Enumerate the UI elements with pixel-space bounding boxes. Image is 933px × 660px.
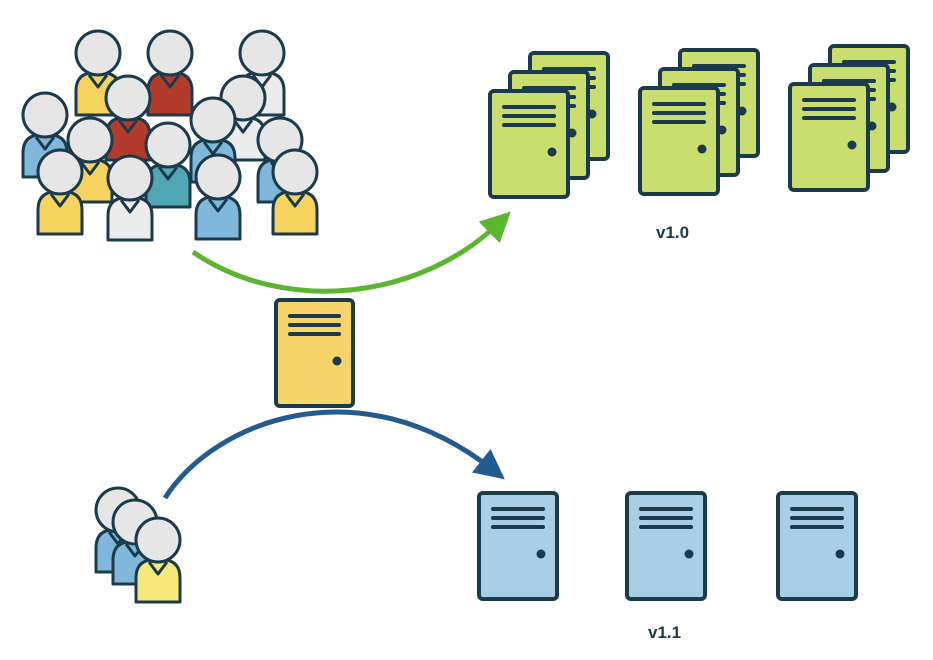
user-person-icon <box>134 516 182 604</box>
stable-server-icon <box>638 86 720 196</box>
canary-server-pool <box>477 491 858 601</box>
user-person-icon <box>146 29 194 117</box>
stable-server-icon <box>488 89 570 199</box>
user-person-icon <box>194 153 242 241</box>
stable-version-label: v1.0 <box>656 223 690 242</box>
user-person-icon <box>144 121 192 209</box>
large-user-group <box>21 29 319 242</box>
user-person-icon <box>271 148 319 236</box>
stable-server-pool <box>488 44 910 199</box>
green-traffic-arrow <box>191 211 511 294</box>
small-user-group <box>94 486 182 604</box>
load-balancer <box>274 298 355 408</box>
canary-server-icon <box>776 491 858 601</box>
load-balancer-icon <box>274 298 355 408</box>
canary-server-icon <box>625 491 707 601</box>
user-person-icon <box>104 74 152 162</box>
user-person-icon <box>36 148 84 236</box>
canary-server-icon <box>477 491 559 601</box>
blue-traffic-arrow <box>162 409 505 500</box>
stable-server-icon <box>788 82 870 192</box>
user-person-icon <box>106 154 154 242</box>
canary-version-label: v1.1 <box>648 623 682 642</box>
